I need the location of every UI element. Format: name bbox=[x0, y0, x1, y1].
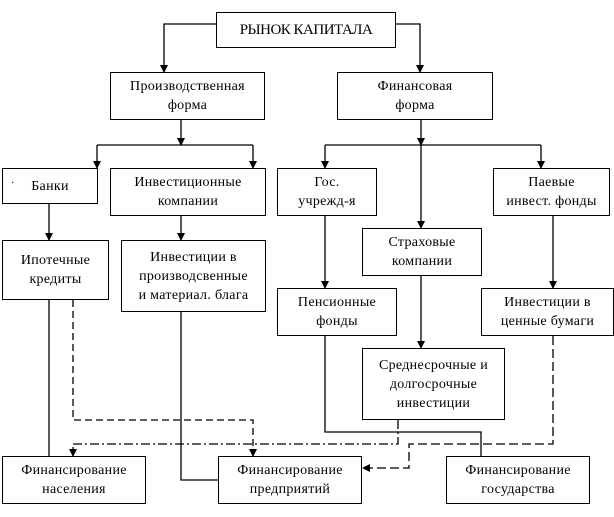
node-label: Пенсионные фонды bbox=[297, 295, 377, 329]
edge-root-production bbox=[160, 23, 216, 73]
node-label: Финансирование государства bbox=[465, 463, 571, 497]
node-investment-companies: Инвестиционные компании bbox=[110, 168, 266, 216]
node-label: Среднесрочные и долгосрочные инвестиции bbox=[378, 357, 489, 411]
node-financing-enterprises: Финансирование предприятий bbox=[218, 456, 362, 504]
node-pension-funds: Пенсионные фонды bbox=[277, 288, 397, 336]
edge-financial-gov bbox=[325, 144, 541, 168]
node-label: Инвестиционные компании bbox=[134, 175, 242, 209]
node-mutual-funds: Паевые инвест. фонды bbox=[493, 168, 610, 216]
edge-pension-state bbox=[324, 336, 482, 456]
edge-production-banks bbox=[97, 144, 253, 168]
node-label: Паевые инвест. фонды bbox=[506, 175, 597, 209]
node-financial-form: Финансовая форма bbox=[337, 72, 493, 120]
node-investments-securities: Инвестиции в ценные бумаги bbox=[481, 288, 614, 336]
node-label: Ипотечные кредиты bbox=[20, 253, 91, 287]
node-label: Производственная форма bbox=[130, 79, 245, 113]
edge-invprod-enterprises bbox=[180, 312, 218, 481]
node-gov-institutions: Гос. учрежд-я bbox=[277, 168, 377, 216]
stray-dot: · bbox=[11, 178, 15, 189]
node-capital-market: РЫНОК КАПИТАЛА bbox=[216, 12, 396, 48]
node-mortgage-loans: Ипотечные кредиты bbox=[2, 240, 109, 300]
edge-root-financial bbox=[396, 23, 424, 73]
node-label: Банки bbox=[31, 178, 69, 194]
node-label: Финансирование предприятий bbox=[237, 463, 343, 497]
node-financing-population: Финансирование населения bbox=[2, 456, 146, 504]
node-label: РЫНОК КАПИТАЛА bbox=[239, 21, 373, 38]
node-insurance-companies: Страховые компании bbox=[362, 228, 482, 276]
node-label: Страховые компании bbox=[388, 235, 456, 269]
node-financing-state: Финансирование государства bbox=[446, 456, 590, 504]
node-label: Финансовая форма bbox=[377, 79, 453, 113]
node-label: Инвестиции в производсвенные и материал.… bbox=[138, 249, 249, 303]
edge-mortgage-enterprises bbox=[72, 300, 257, 457]
node-label: Гос. учрежд-я bbox=[298, 175, 356, 209]
node-label: Инвестиции в ценные бумаги bbox=[500, 295, 595, 329]
edge-securities-enterprises bbox=[362, 336, 554, 472]
node-production-form: Производственная форма bbox=[110, 72, 265, 120]
node-label: Финансирование населения bbox=[21, 463, 127, 497]
node-investments-production: Инвестиции в производсвенные и материал.… bbox=[121, 240, 266, 312]
node-medium-long-investments: Среднесрочные и долгосрочные инвестиции bbox=[362, 348, 505, 420]
edge-medium-population bbox=[69, 420, 399, 457]
node-banks: · Банки bbox=[2, 168, 98, 204]
